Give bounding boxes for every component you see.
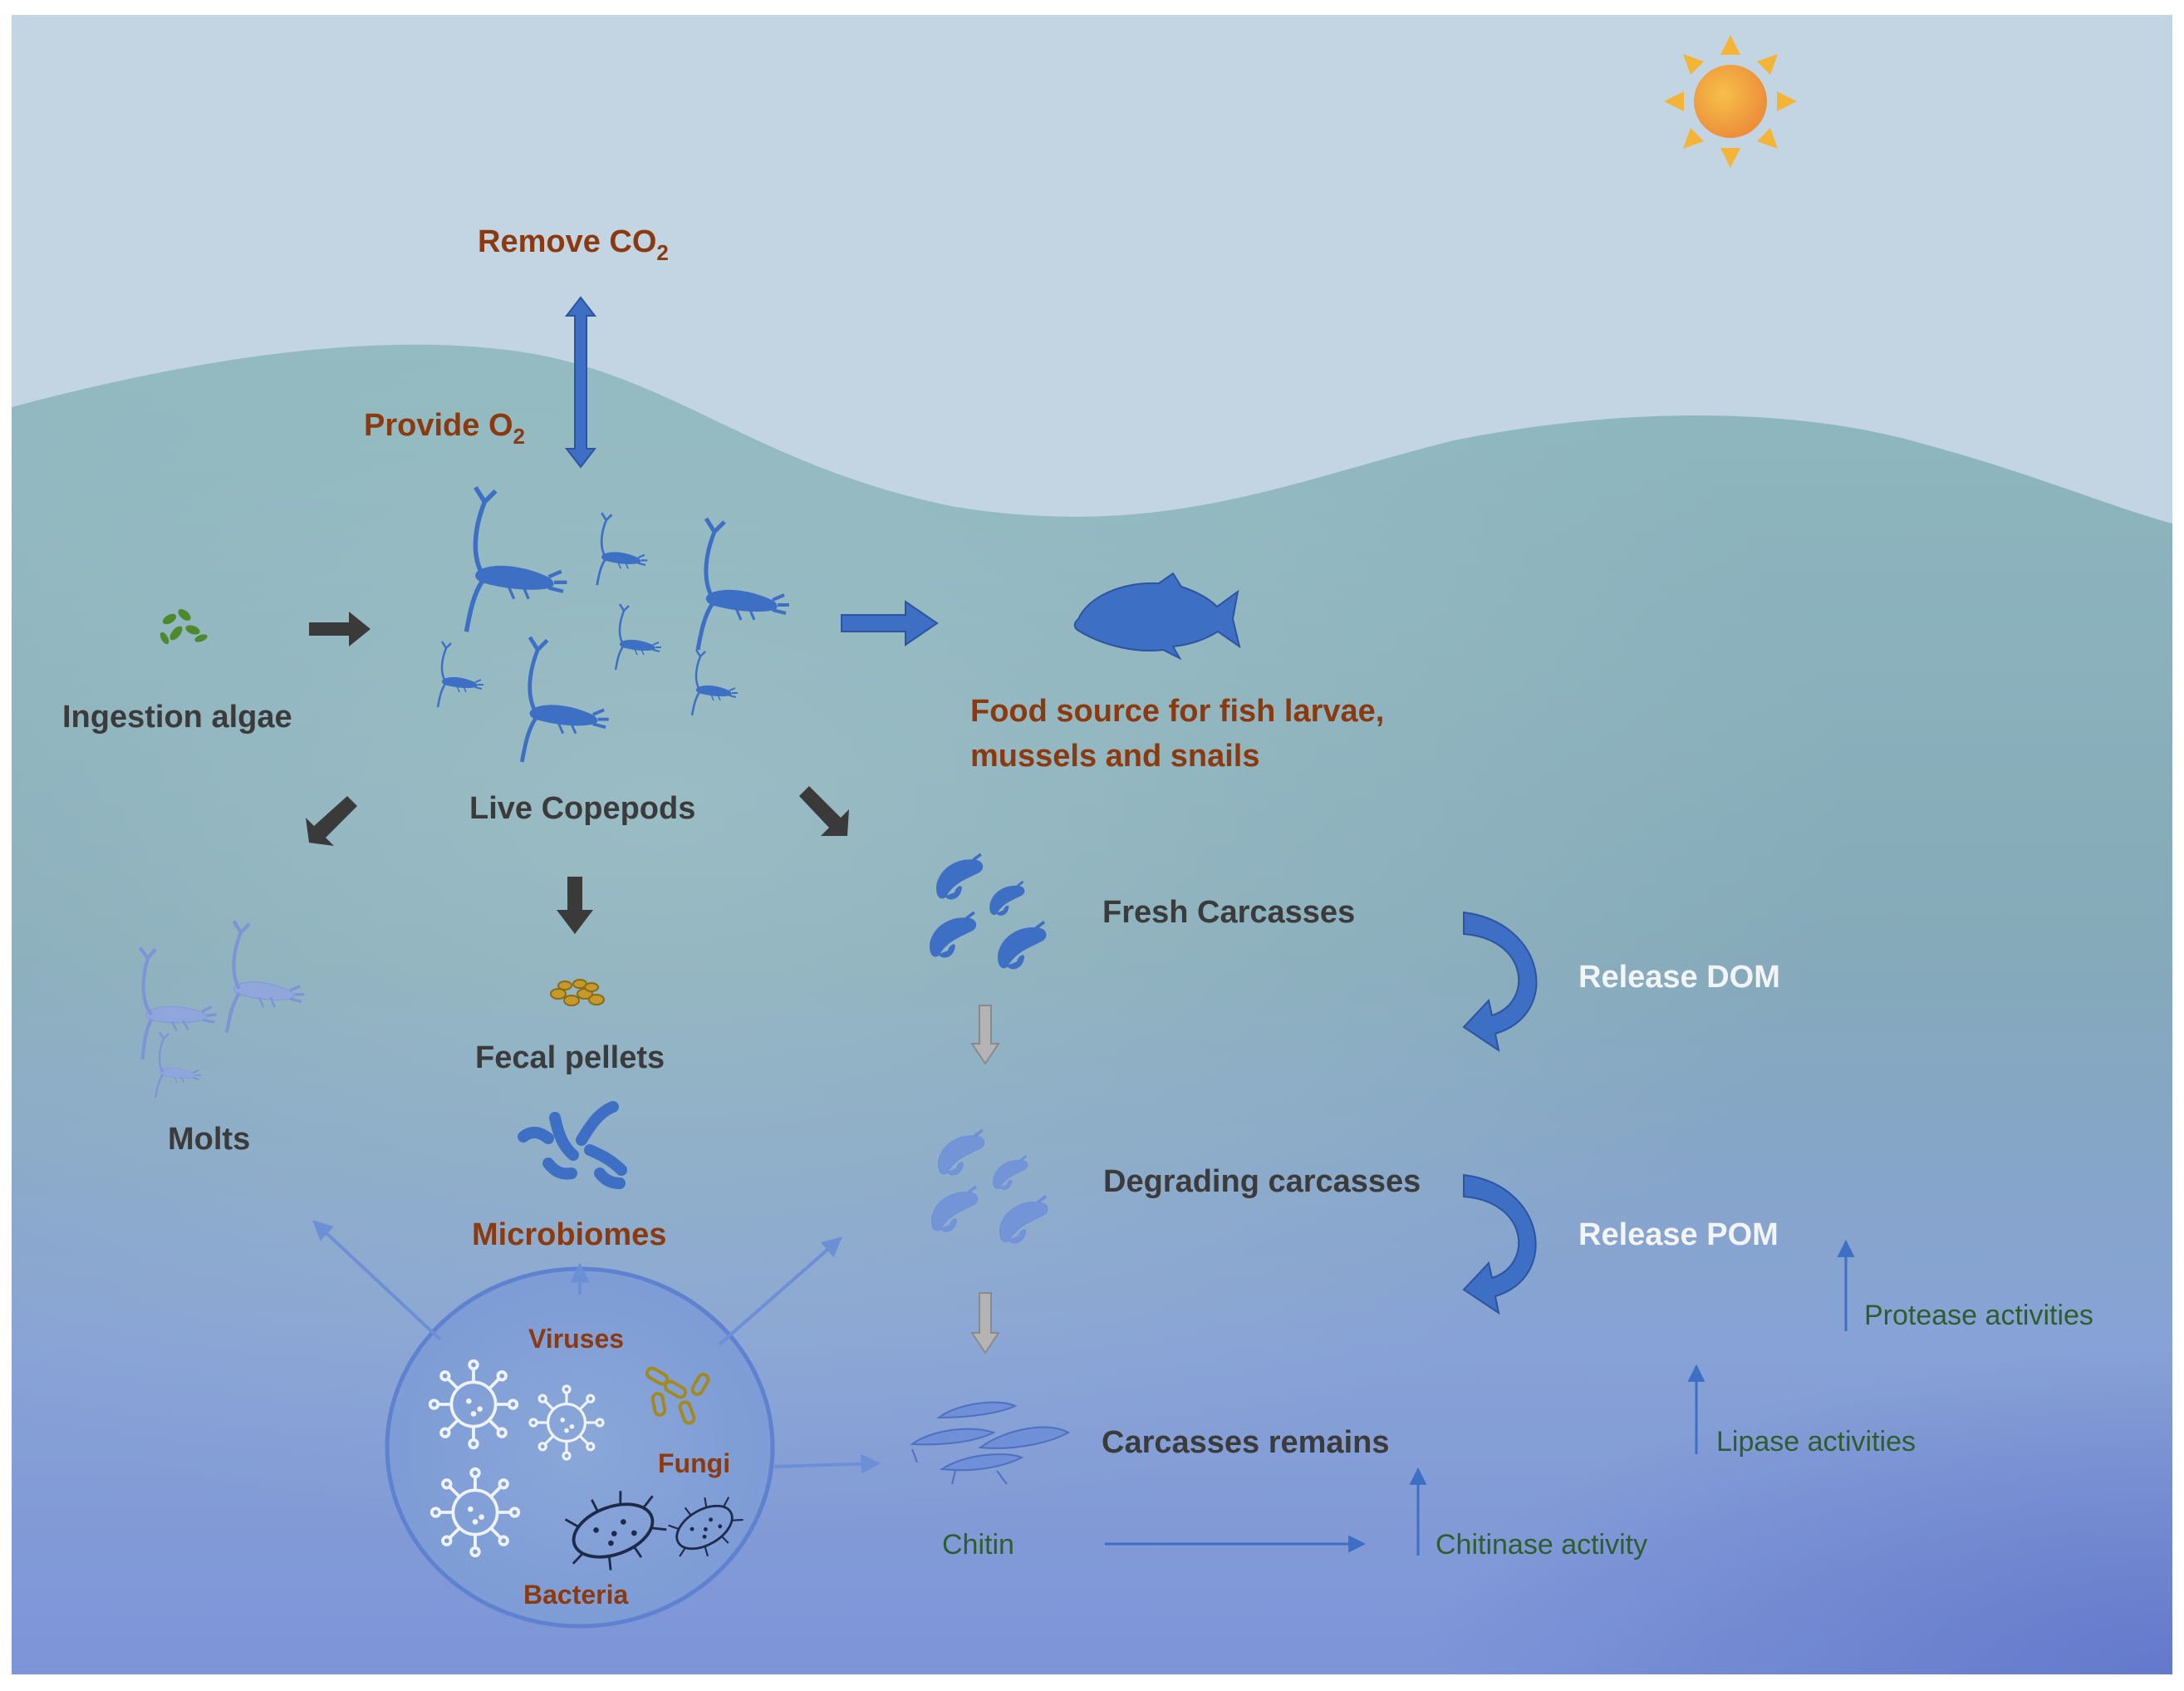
arrow-to-carcasses <box>799 786 849 836</box>
fecal-pellet-icon <box>550 979 605 1006</box>
provide-o2-label: Provide O2 <box>364 408 525 449</box>
sun-icon <box>1664 35 1797 168</box>
degrading-carcasses-label: Degrading carcasses <box>1103 1164 1421 1199</box>
remove-co2-label: Remove CO2 <box>478 224 669 265</box>
release-pom-label: Release POM <box>1578 1217 1779 1252</box>
fungi-icon <box>645 1366 710 1425</box>
viruses-label: Viruses <box>528 1324 624 1354</box>
bacteria-label: Bacteria <box>523 1580 629 1610</box>
microbe-icon <box>518 1101 627 1189</box>
carcasses-remains-label: Carcasses remains <box>1102 1425 1389 1460</box>
decay-arrow-1 <box>970 1005 1000 1065</box>
live-copepods-label: Live Copepods <box>469 791 695 826</box>
protease-activities-label: Protease activities <box>1864 1300 2093 1331</box>
fungi-label: Fungi <box>658 1448 730 1478</box>
arrow-to-fecal-pellets <box>557 877 593 934</box>
fish-icon <box>1073 572 1241 661</box>
microbiomes-label: Microbiomes <box>472 1217 666 1252</box>
chitin-label: Chitin <box>942 1529 1014 1561</box>
fecal-pellets-label: Fecal pellets <box>475 1040 665 1075</box>
ingestion-arrow <box>309 612 371 646</box>
ingestion-algae-label: Ingestion algae <box>62 700 292 735</box>
release-dom-label: Release DOM <box>1578 960 1780 995</box>
release-pom-arrow <box>1462 1173 1537 1315</box>
food-source-label-line2: mussels and snails <box>970 739 1260 774</box>
lipase-activities-label: Lipase activities <box>1716 1426 1916 1458</box>
decay-arrow-2 <box>970 1292 1000 1354</box>
arrow-to-molts <box>306 796 357 846</box>
algae-icon <box>160 609 208 645</box>
microbe-community-ellipse <box>385 1266 775 1629</box>
molts-label: Molts <box>168 1122 250 1157</box>
fresh-carcasses-label: Fresh Carcasses <box>1102 895 1355 930</box>
water-shadow <box>12 748 2172 1674</box>
food-source-arrow <box>841 600 939 646</box>
microbe-arrows <box>312 1220 881 1474</box>
carcasses-remains-group <box>910 1401 1071 1485</box>
chitinase-activity-label: Chitinase activity <box>1436 1529 1647 1561</box>
food-source-label-line1: Food source for fish larvae, <box>970 694 1384 729</box>
release-dom-arrow <box>1462 911 1538 1053</box>
gas-exchange-arrow <box>564 296 597 469</box>
